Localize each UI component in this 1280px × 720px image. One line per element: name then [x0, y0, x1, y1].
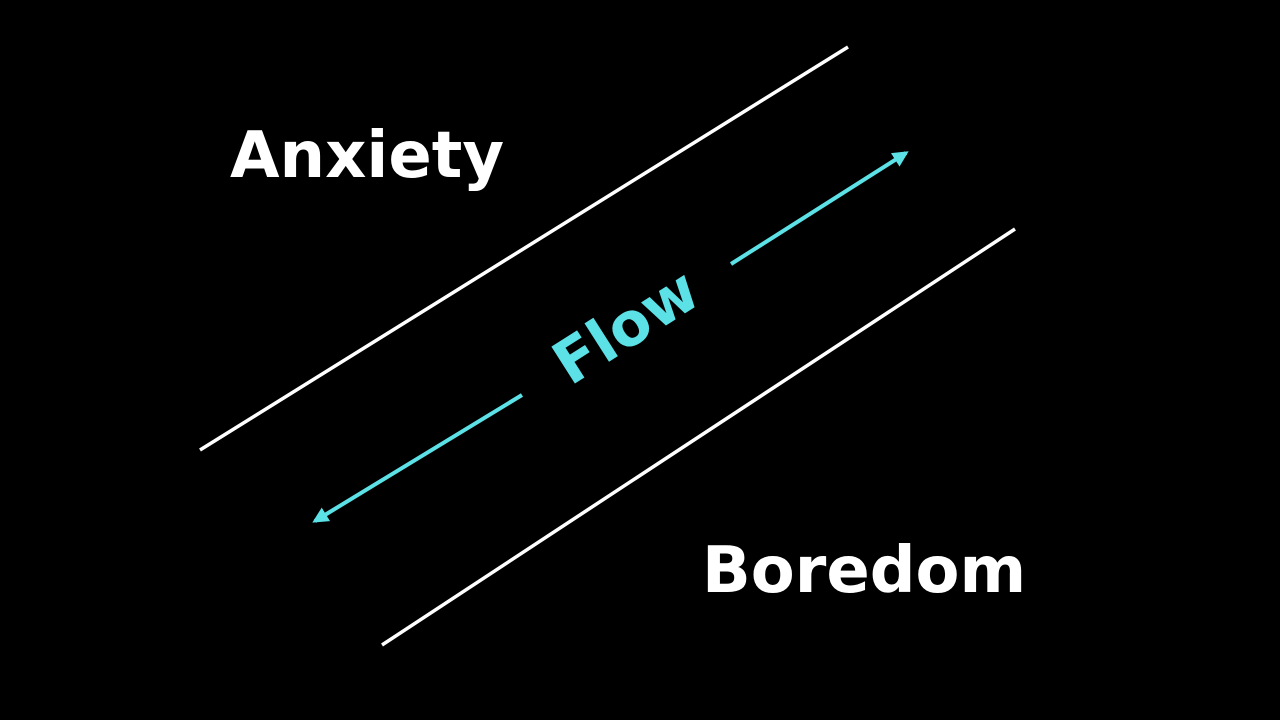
flow-label: Flow: [541, 255, 712, 399]
flow-arrow-down: [312, 393, 524, 523]
boredom-boundary-line: [381, 227, 1016, 647]
boredom-label: Boredom: [702, 534, 1026, 608]
anxiety-label: Anxiety: [230, 119, 504, 193]
flow-arrow-up: [729, 151, 909, 266]
anxiety-boundary-line: [199, 45, 849, 452]
